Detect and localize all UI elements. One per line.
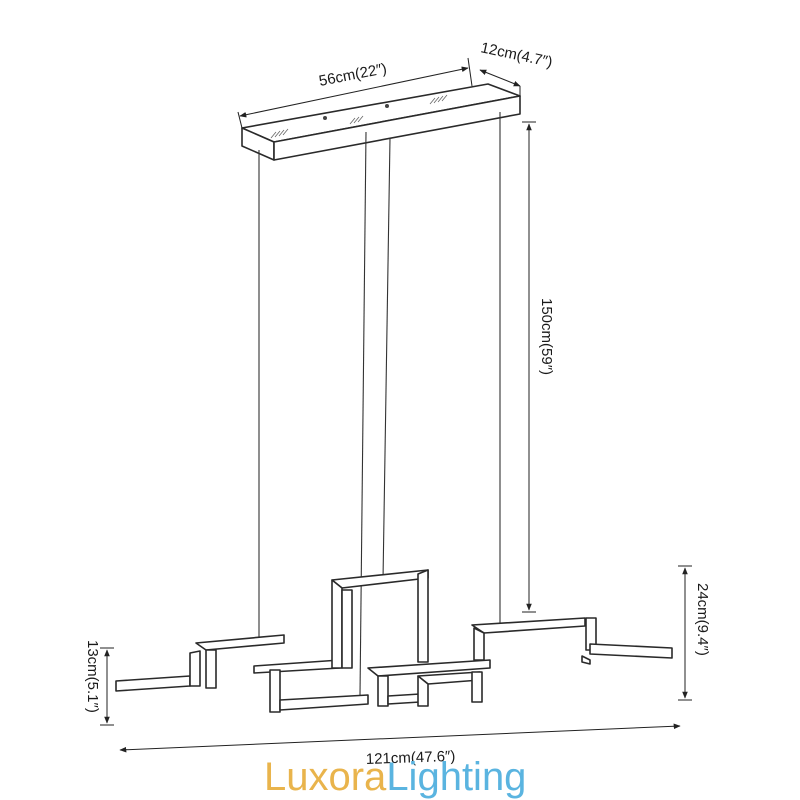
dim-wire-length: 150cm(59″) (522, 121, 555, 613)
dim-canopy-width-label: 12cm(4.7″) (479, 39, 554, 71)
dim-total-length: 121cm(47.6″) (119, 723, 681, 768)
svg-text:LuxoraLighting: LuxoraLighting (264, 755, 526, 799)
dim-fixture-height: 24cm(9.4″) (678, 565, 711, 701)
pendant-fixture (115, 569, 673, 713)
dim-wire-length-label: 150cm(59″) (538, 298, 555, 375)
dim-canopy-length-label: 56cm(22″) (318, 60, 389, 90)
brand-part1: Luxora (264, 755, 387, 799)
brand-part2: Lighting (386, 755, 526, 799)
brand-watermark: LuxoraLighting (264, 755, 526, 799)
dim-total-length-label: 121cm(47.6″) (366, 748, 456, 768)
dim-fixture-height-label: 24cm(9.4″) (694, 583, 711, 656)
suspension-wires (258, 112, 501, 696)
dim-bar-height: 13cm(5.1″) (84, 640, 114, 726)
ceiling-canopy (241, 83, 521, 161)
dim-bar-height-label: 13cm(5.1″) (84, 640, 101, 713)
